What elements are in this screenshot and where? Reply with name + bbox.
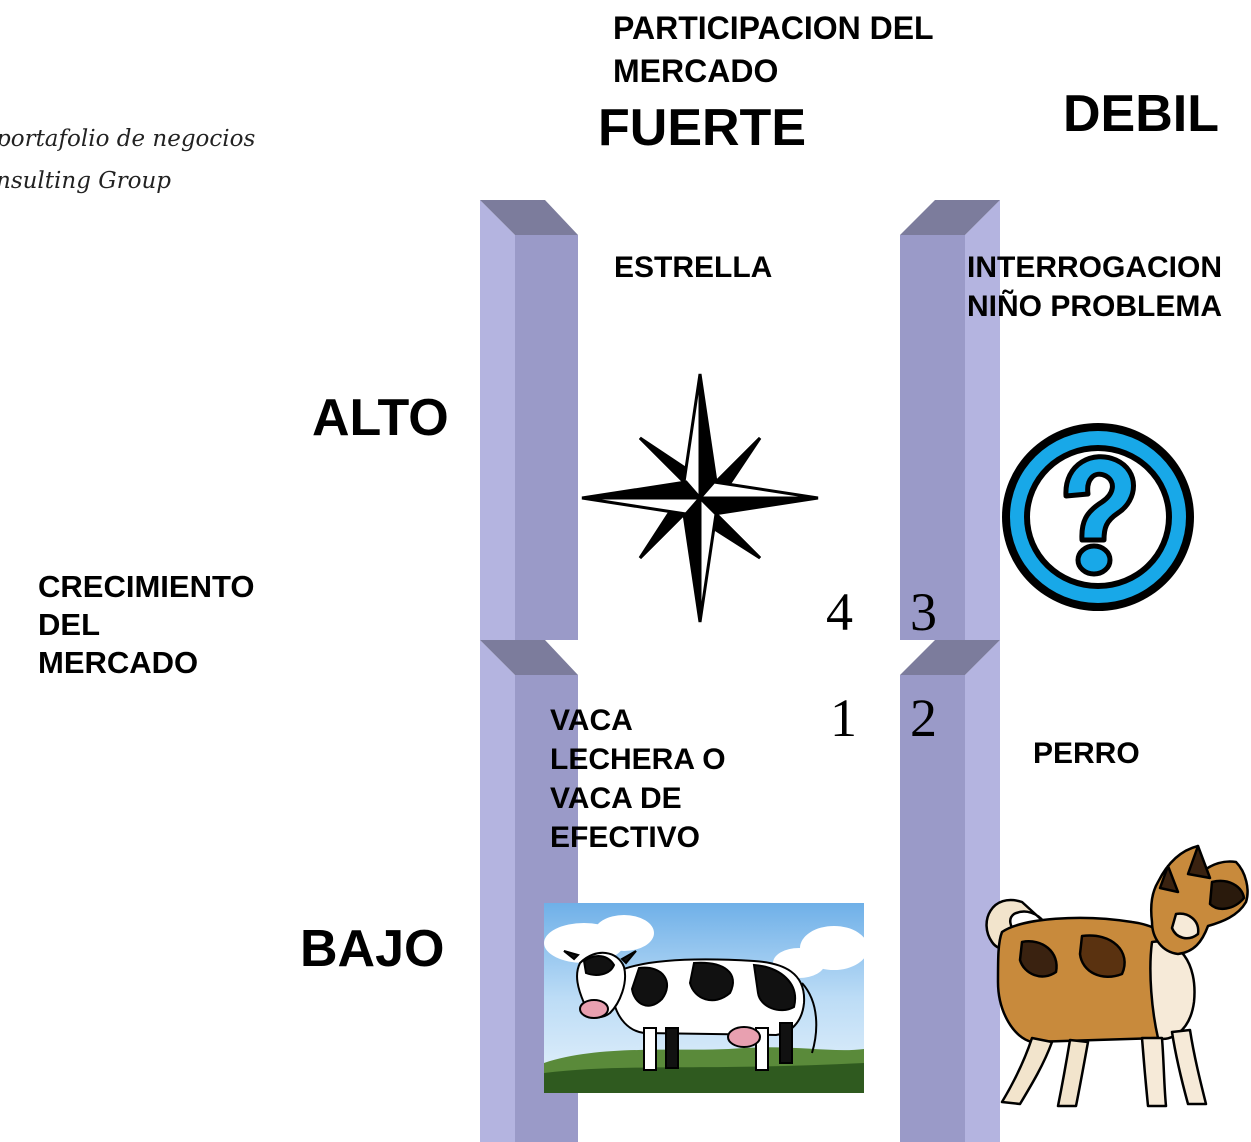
header-title-line-1: PARTICIPACION DEL <box>613 10 934 46</box>
quadrant-dog-label: PERRO <box>1033 737 1140 770</box>
right-pillar-upper <box>900 200 1000 640</box>
right-pillar-lower <box>900 640 1000 1142</box>
star-icon <box>581 373 819 623</box>
axis-growth-line-3: MERCADO <box>38 645 199 680</box>
quadrant-cow-number: 1 <box>830 688 857 748</box>
quadrant-cow-label-2: LECHERA O <box>550 743 726 776</box>
cow-icon <box>544 903 864 1093</box>
header-weak: DEBIL <box>1063 85 1219 143</box>
quadrant-star-number: 4 <box>826 582 853 642</box>
axis-growth-line-2: DEL <box>38 607 100 642</box>
quadrant-cow-label-1: VACA <box>550 704 633 737</box>
quadrant-question-label-1: INTERROGACION <box>967 251 1222 284</box>
question-icon <box>1002 423 1194 611</box>
axis-low: BAJO <box>300 920 445 978</box>
axis-growth-line-1: CRECIMIENTO <box>38 569 255 604</box>
quadrant-question-label-2: NIÑO PROBLEMA <box>967 290 1222 323</box>
dog-icon <box>985 844 1249 1108</box>
quadrant-star-label: ESTRELLA <box>614 251 773 284</box>
left-pillar-upper <box>480 200 578 640</box>
quadrant-cow-label-3: VACA DE <box>550 782 682 815</box>
axis-high: ALTO <box>312 389 449 447</box>
header-strong: FUERTE <box>598 99 806 157</box>
quadrant-question-number: 3 <box>910 582 937 642</box>
quadrant-cow-label-4: EFECTIVO <box>550 821 701 854</box>
header-title-line-2: MERCADO <box>613 53 779 89</box>
quadrant-dog-number: 2 <box>910 688 937 748</box>
subtitle-line-2: nsulting Group <box>0 168 171 194</box>
subtitle-line-1: portafolio de negocios <box>0 126 256 152</box>
